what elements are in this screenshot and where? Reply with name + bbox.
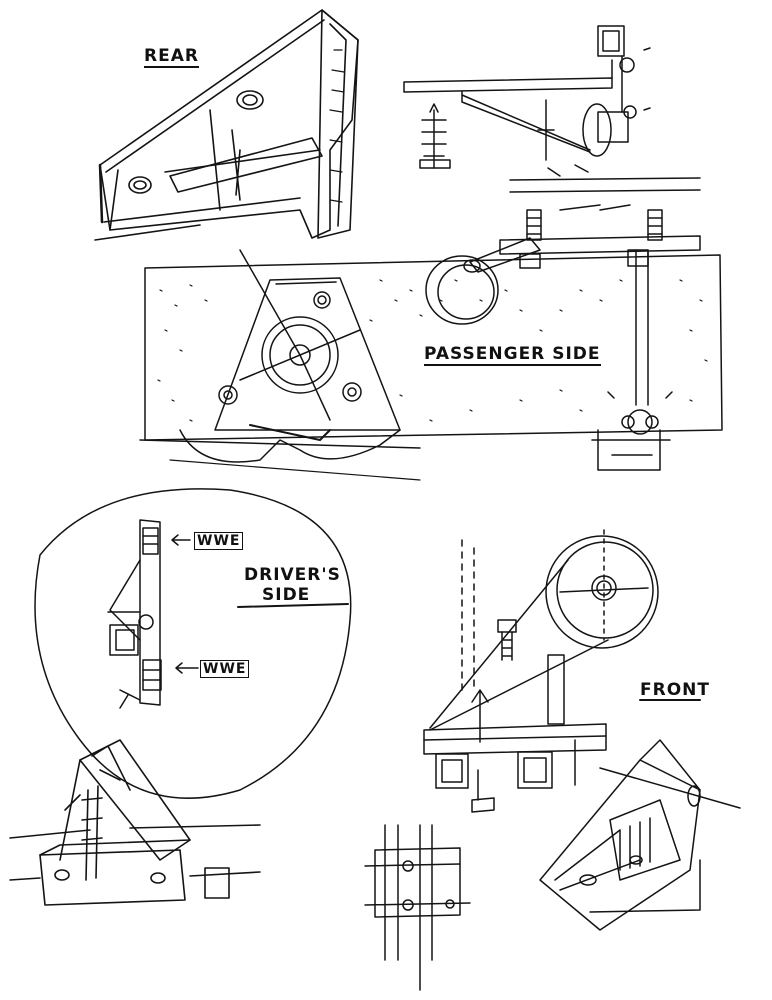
drivers-side-label-line2: SIDE <box>262 585 311 605</box>
passenger-side-label: PASSENGER SIDE <box>424 344 601 366</box>
rear-label: REAR <box>144 46 199 68</box>
callout-bottom-label: WWE <box>200 660 250 678</box>
front-label: FRONT <box>640 680 710 700</box>
top-mechanism-sketch <box>403 25 701 193</box>
drivers-side-label-line1: DRIVER'S <box>244 565 341 585</box>
drivers-side-sketch <box>34 488 352 799</box>
rear-bracket-sketch <box>94 9 359 241</box>
callout-top-label: WWE <box>194 532 244 550</box>
passenger-side-sketch <box>139 204 723 481</box>
bottom-left-bracket-sketch <box>9 739 261 906</box>
front-view-sketch <box>364 529 741 991</box>
